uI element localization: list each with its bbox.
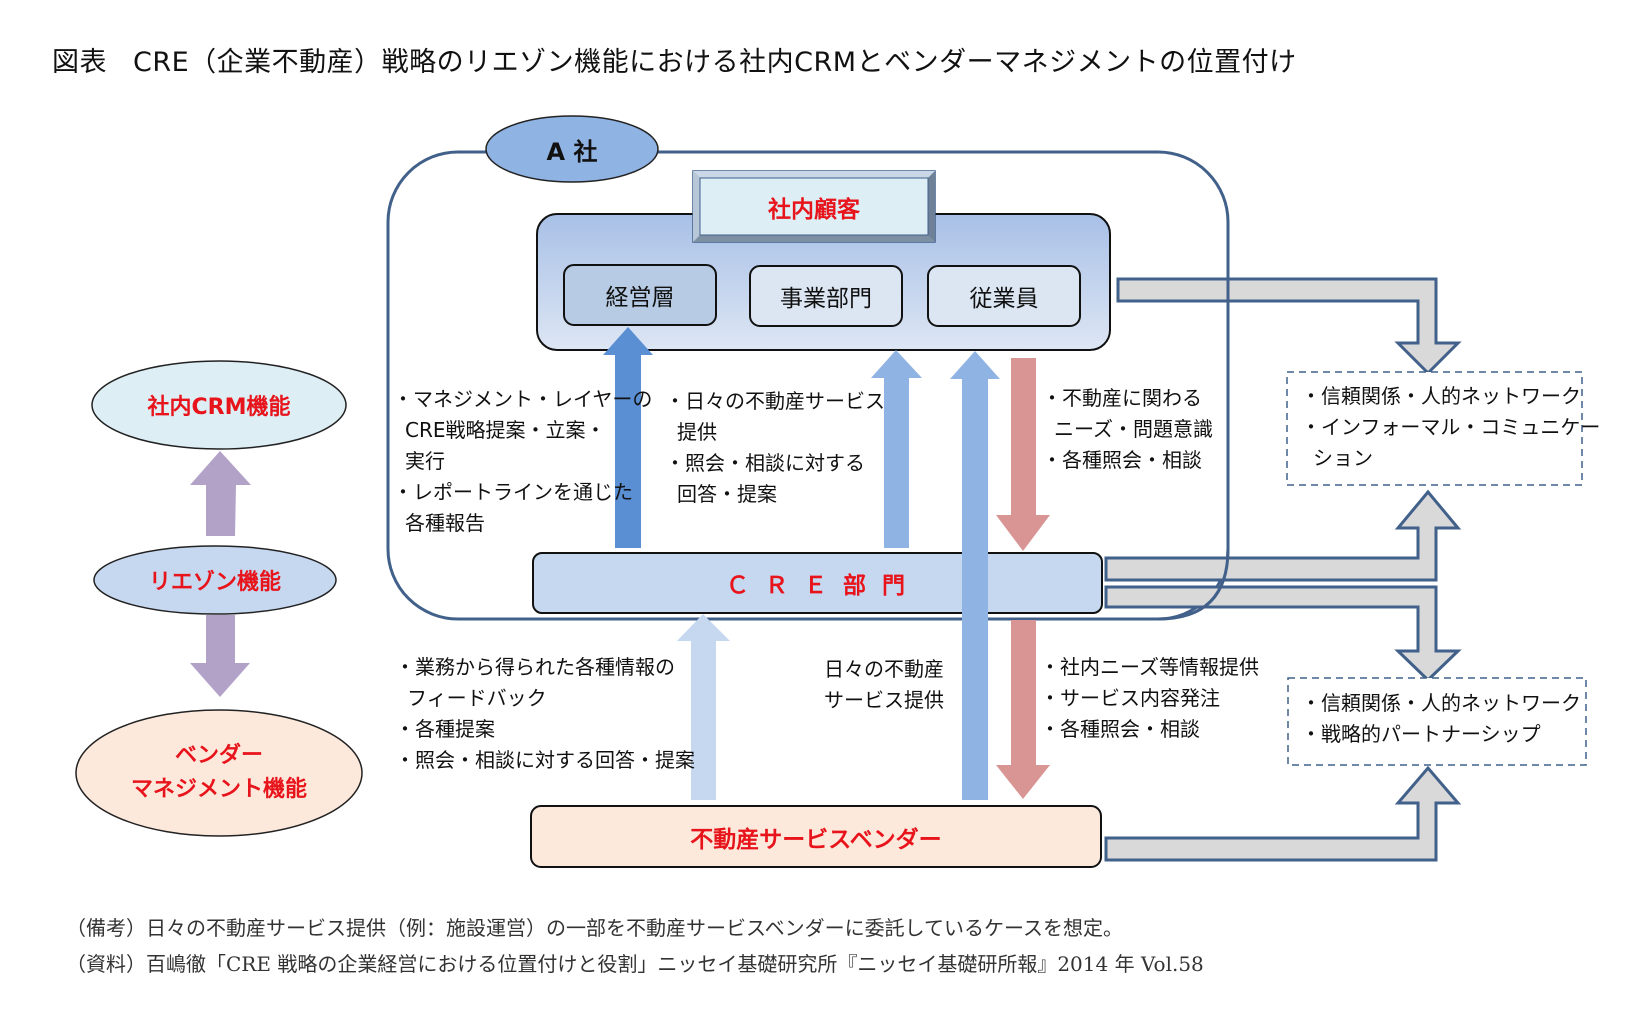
unit-label-employee: 従業員	[969, 286, 1039, 312]
arrow-vendor-to-cre	[677, 614, 730, 800]
flow-line: ・不動産に関わる	[1042, 386, 1202, 410]
flow-line: ・社内ニーズ等情報提供	[1040, 655, 1259, 679]
outcome-line: ・信頼関係・人的ネットワーク	[1301, 384, 1581, 408]
internal-outcome-box	[1286, 371, 1583, 486]
connector-customer-to-outcome	[1116, 277, 1462, 376]
flow-vendor-service-text: 日々の不動産 サービス提供	[824, 654, 944, 716]
arrow-liaison-to-crm	[190, 451, 251, 536]
flow-line: 実行	[405, 449, 445, 473]
flow-line: ・サービス内容発注	[1040, 686, 1220, 710]
connector-vendor-to-outcome	[1104, 765, 1462, 862]
flow-line: ・レポートラインを通じた	[393, 480, 633, 504]
flow-line: 提供	[677, 420, 717, 444]
vendor-mgmt-function-ellipse	[75, 709, 363, 837]
flow-vendor-feedback-text: ・業務から得られた各種情報の フィードバック ・各種提案 ・照会・相談に対する回…	[395, 652, 695, 776]
unit-box-business	[749, 265, 903, 327]
flow-line: ニーズ・問題意識	[1054, 417, 1213, 441]
remark-note: （備考）日々の不動産サービス提供（例：施設運営）の一部を不動産サービスベンダーに…	[66, 916, 1123, 940]
flow-line: フィードバック	[407, 686, 547, 710]
connector-cre-to-vendor-outcome	[1104, 585, 1462, 683]
outcome-line: ション	[1313, 446, 1373, 470]
arrow-cre-to-executive	[603, 327, 653, 548]
vendor-mgmt-line-2: マネジメント機能	[130, 777, 307, 802]
flow-line: ・各種提案	[395, 717, 495, 741]
unit-box-employee	[927, 265, 1081, 327]
vendor-label: 不動産サービスベンダー	[690, 826, 942, 853]
cre-department-label: Ｃ Ｒ Ｅ 部 門	[725, 573, 910, 599]
flow-management-up-text: ・マネジメント・レイヤーの CRE戦略提案・立案・ 実行 ・レポートラインを通じ…	[393, 384, 652, 539]
flow-line: 日々の不動産	[824, 657, 944, 681]
crm-function-ellipse	[91, 360, 347, 450]
internal-outcome-text: ・信頼関係・人的ネットワーク ・インフォーマル・コミュニケー ション	[1301, 381, 1600, 474]
flow-needs-down-text: ・不動産に関わる ニーズ・問題意識 ・各種照会・相談	[1042, 383, 1213, 476]
flow-vendor-order-text: ・社内ニーズ等情報提供 ・サービス内容発注 ・各種照会・相談	[1040, 652, 1259, 745]
flow-line: ・照会・相談に対する	[665, 451, 865, 475]
unit-box-executive	[563, 264, 717, 326]
vendor-outcome-text: ・信頼関係・人的ネットワーク ・戦略的パートナーシップ	[1301, 688, 1581, 750]
outcome-line: ・戦略的パートナーシップ	[1301, 722, 1541, 746]
outcome-line: ・インフォーマル・コミュニケー	[1301, 415, 1601, 439]
internal-customer-label: 社内顧客	[768, 196, 860, 223]
vendor-mgmt-function-label: ベンダー マネジメント機能	[76, 730, 362, 816]
unit-label-executive: 経営層	[605, 285, 675, 311]
flow-line: 回答・提案	[677, 482, 777, 506]
cre-department-box	[532, 552, 1103, 614]
unit-label-business: 事業部門	[780, 286, 872, 312]
vendor-box	[530, 805, 1102, 868]
arrow-employee-to-cre	[996, 358, 1050, 551]
flow-line: ・各種照会・相談	[1040, 717, 1200, 741]
figure-title-lead: 図表	[52, 47, 107, 78]
arrow-cre-to-business	[871, 350, 922, 548]
vendor-outcome-box	[1287, 677, 1587, 766]
flow-service-up-text: ・日々の不動産サービス 提供 ・照会・相談に対する 回答・提案	[665, 386, 885, 510]
flow-line: CRE戦略提案・立案・	[405, 418, 606, 442]
arrow-cre-to-vendor	[996, 620, 1050, 799]
flow-line: ・各種照会・相談	[1042, 448, 1202, 472]
arrow-liaison-to-vendor-mgmt	[190, 615, 250, 697]
company-ellipse	[485, 115, 659, 183]
flow-line: 各種報告	[405, 511, 485, 535]
flow-line: サービス提供	[824, 688, 944, 712]
figure-title-text: CRE（企業不動産）戦略のリエゾン機能における社内CRMとベンダーマネジメントの…	[133, 47, 1297, 78]
flow-line: ・日々の不動産サービス	[665, 389, 885, 413]
flow-line: ・マネジメント・レイヤーの	[393, 387, 653, 411]
arrow-vendor-to-employee	[950, 351, 1000, 800]
connector-cre-to-internal-outcome	[1104, 489, 1462, 582]
flow-line: ・照会・相談に対する回答・提案	[395, 748, 695, 772]
liaison-function-ellipse	[93, 545, 337, 615]
liaison-function-label: リエゾン機能	[148, 570, 281, 595]
outcome-line: ・信頼関係・人的ネットワーク	[1301, 691, 1581, 715]
company-label: A 社	[546, 137, 598, 166]
figure-title: 図表 CRE（企業不動産）戦略のリエゾン機能における社内CRMとベンダーマネジメン…	[52, 40, 1297, 79]
crm-function-label: 社内CRM機能	[147, 395, 291, 420]
vendor-mgmt-line-1: ベンダー	[174, 743, 263, 768]
source-note: （資料）百嶋徹「CRE 戦略の企業経営における位置付けと役割」ニッセイ基礎研究所…	[66, 952, 1204, 976]
flow-line: ・業務から得られた各種情報の	[395, 655, 675, 679]
